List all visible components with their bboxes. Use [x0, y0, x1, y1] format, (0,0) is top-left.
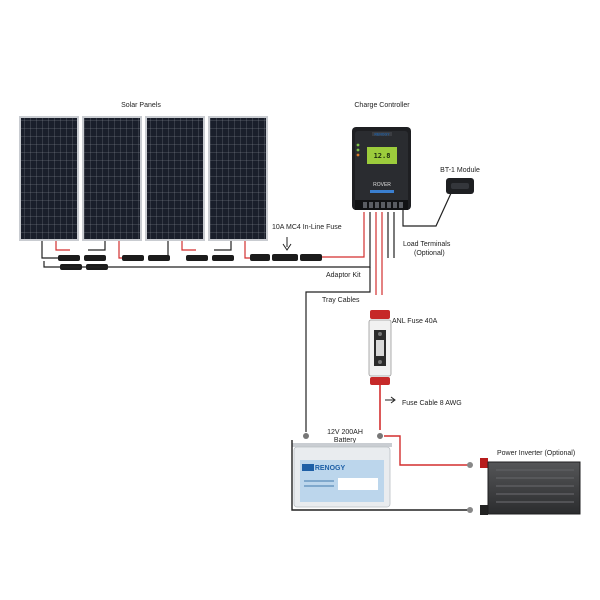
mc4-connectors [58, 255, 234, 270]
battery-brand: RENOGY [315, 465, 346, 472]
tray-cables-label: Tray Cables [322, 297, 360, 304]
battery-label-2: Battery [334, 437, 357, 444]
controller-lcd [367, 147, 397, 164]
adaptor-kit-label: Adaptor Kit [326, 272, 361, 279]
anl-fuse-label: ANL Fuse 40A [392, 318, 438, 325]
solar-panel [208, 116, 268, 241]
controller-brand: RENOGY [374, 133, 390, 137]
inline-fuse-label: 10A MC4 In-Line Fuse [272, 224, 342, 231]
bt-module [402, 178, 474, 227]
solar-panel [82, 116, 142, 241]
battery: RENOGY [292, 433, 392, 508]
fuse-cable-label: Fuse Cable 8 AWG [402, 400, 462, 407]
solar-panels-label: Solar Panels [121, 102, 161, 109]
controller-model: ROVER [373, 182, 391, 188]
power-inverter-label: Power Inverter (Optional) [497, 450, 575, 457]
solar-panel [19, 116, 79, 241]
power-inverter [480, 458, 581, 515]
battery-label-1: 12V 200AH [327, 429, 363, 436]
pv-wires [43, 212, 371, 268]
inline-fuse [250, 237, 322, 261]
load-terminals-optional-label: (Optional) [414, 250, 445, 257]
solar-panel-array [19, 116, 268, 241]
charge-controller: RENOGY 12.8 ROVER [352, 127, 411, 210]
anl-fuse [368, 310, 396, 430]
controller-wires [305, 212, 395, 432]
bt-module-label: BT-1 Module [440, 167, 480, 174]
controller-lcd-value: 12.8 [374, 152, 391, 160]
inverter-wires [291, 435, 473, 513]
solar-panel [145, 116, 205, 241]
charge-controller-label: Charge Controller [354, 102, 410, 109]
load-terminals-label: Load Terminals [403, 241, 451, 248]
